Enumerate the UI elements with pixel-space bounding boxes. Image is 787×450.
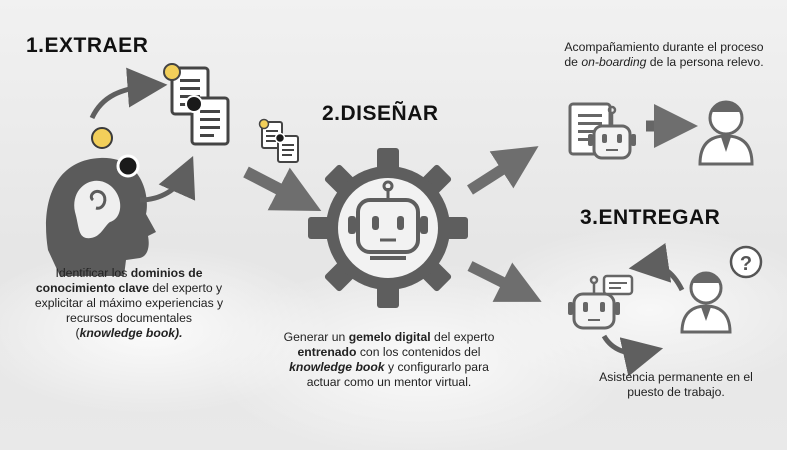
text-bold-italic: knowledge book). [79,326,183,340]
step-1-title: 1.EXTRAER [26,34,149,57]
text-segment: de la persona relevo. [646,55,764,69]
onboarding-icon [568,102,698,160]
curved-arrow-icon [139,156,196,203]
text-segment: del experto [430,330,495,344]
step-2-title: 2.DISEÑAR [322,102,439,125]
robot-gear-icon [308,148,468,308]
arrow-to-onboarding-icon [467,146,539,195]
arrow-to-design-icon [243,166,322,212]
text-segment: del experto y explicitar al máximo exper… [34,281,224,340]
text-bold: dominios de conocimiento clave [35,266,203,295]
onboarding-description: Acompañamiento durante el proceso de on-… [560,40,768,70]
person-relevo-icon [698,100,754,166]
assistance-description: Asistencia permanente en el puesto de tr… [599,370,753,399]
text-segment: con los contenidos del [356,345,481,359]
step-2-description: Generar un gemelo digital del experto en… [278,330,500,390]
text-segment: Generar un [283,330,349,344]
small-document-icon [258,118,299,163]
black-dot-icon [116,154,140,178]
step-1-description: Identificar los dominios de conocimiento… [34,266,224,341]
text-bold-italic: knowledge book [289,360,385,374]
yellow-dot-icon [91,127,113,149]
svg-text:?: ? [740,253,752,275]
step-3-title: 3.ENTREGAR [580,206,721,229]
text-segment: Identificar los [55,266,131,280]
document-stack-icon [163,63,230,146]
text-bold: gemelo digital [348,330,431,344]
arrow-to-assistance-icon [467,261,542,302]
text-segment: Acompañamiento durante el proceso de [564,40,764,69]
text-bold: entrenado [297,345,357,359]
curved-arrow-icon [89,67,168,120]
text-segment: y configurarlo para actuar como un mento… [306,360,489,389]
head-icon [46,157,156,276]
text-italic: on-boarding [581,55,647,69]
assistance-icon: ? [568,243,763,377]
